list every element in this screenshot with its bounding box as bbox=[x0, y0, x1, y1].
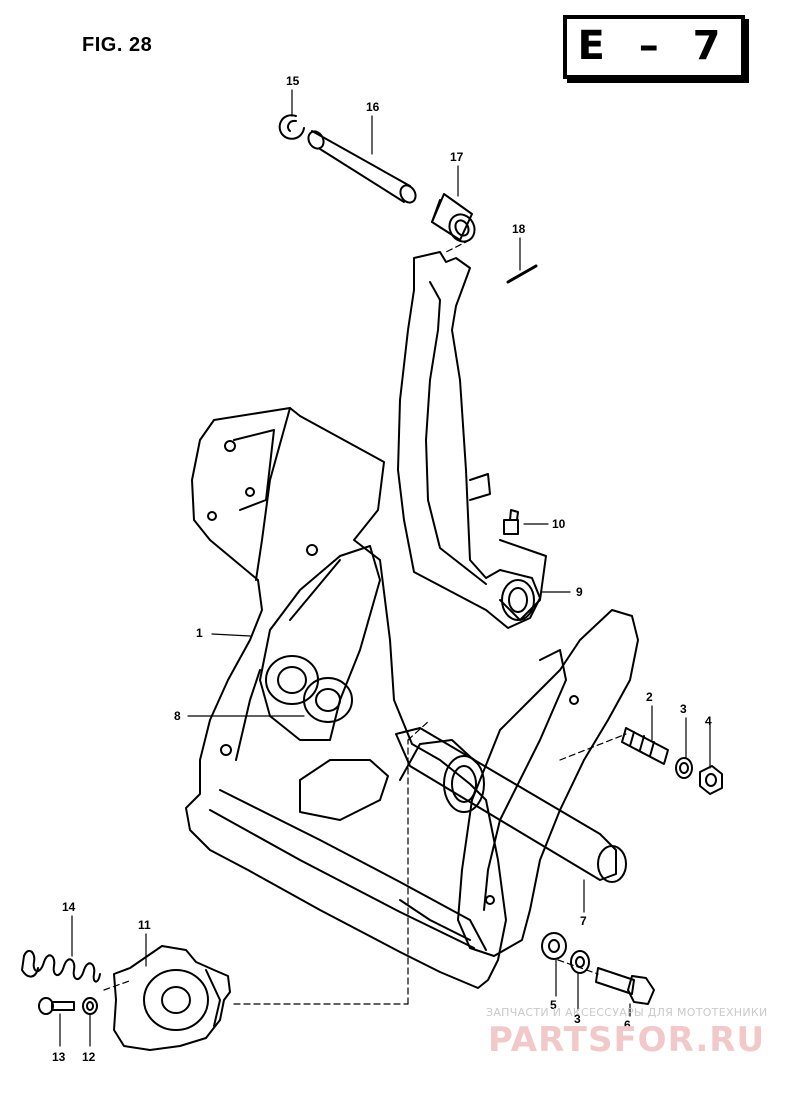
bolt-part-6 bbox=[596, 968, 654, 1004]
callout-2: 2 bbox=[646, 690, 653, 704]
pin-part-16 bbox=[305, 129, 418, 206]
callout-15: 15 bbox=[286, 74, 300, 88]
washer-part-3 bbox=[676, 758, 692, 778]
callout-10: 10 bbox=[552, 517, 566, 531]
watermark-logo: PARTSFOR.RU bbox=[488, 1020, 766, 1060]
callout-1: 1 bbox=[196, 626, 203, 640]
cotter-part-18 bbox=[508, 266, 536, 282]
cover-part-11 bbox=[114, 946, 230, 1050]
callout-13: 13 bbox=[52, 1050, 66, 1064]
clamp-bracket-part-1 bbox=[186, 408, 506, 988]
nut-part-4 bbox=[700, 766, 722, 794]
watermark-caption: ЗАПЧАСТИ И АКСЕССУАРЫ ДЛЯ МОТОТЕХНИКИ bbox=[486, 1006, 768, 1019]
callout-16: 16 bbox=[366, 100, 380, 114]
page-code-box: E – 7 bbox=[563, 15, 745, 79]
washer-part-3-lower bbox=[571, 951, 589, 973]
washers-part-8 bbox=[266, 656, 352, 722]
callout-4: 4 bbox=[705, 714, 712, 728]
callout-3: 3 bbox=[680, 702, 687, 716]
callout-14: 14 bbox=[62, 900, 76, 914]
callout-9: 9 bbox=[576, 585, 583, 599]
callout-12: 12 bbox=[82, 1050, 96, 1064]
bushing-part-17 bbox=[432, 194, 479, 246]
leader-lines bbox=[60, 90, 710, 1046]
tilt-lever-part-7 bbox=[396, 540, 638, 956]
washer-part-5 bbox=[542, 933, 566, 959]
callout-11: 11 bbox=[138, 918, 151, 932]
screw-part-13 bbox=[39, 998, 74, 1014]
callout-5: 5 bbox=[550, 998, 557, 1012]
figure-title: FIG. 28 bbox=[82, 34, 153, 56]
callout-18: 18 bbox=[512, 222, 526, 236]
callout-3-lower: 3 bbox=[574, 1012, 581, 1026]
spring-part-14 bbox=[22, 951, 100, 982]
washer-part-12 bbox=[83, 998, 97, 1014]
page-code: E – 7 bbox=[577, 23, 731, 69]
swivel-arm-part-9 bbox=[398, 252, 540, 628]
assembly-lines bbox=[104, 240, 626, 1004]
callout-8: 8 bbox=[174, 709, 181, 723]
grease-nipple-part-10 bbox=[504, 510, 518, 534]
callout-17: 17 bbox=[450, 150, 464, 164]
bolt-part-2 bbox=[622, 728, 668, 764]
callout-7: 7 bbox=[580, 914, 587, 928]
circlip-part-15 bbox=[280, 115, 304, 139]
callout-6: 6 bbox=[624, 1018, 631, 1032]
